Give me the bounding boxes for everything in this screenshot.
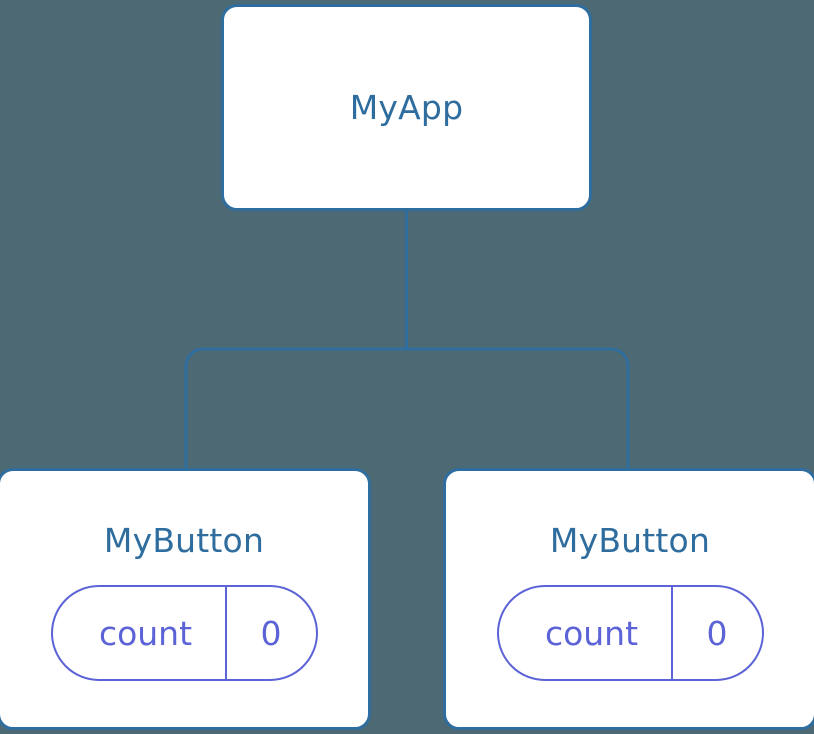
state-pill[interactable]: count 0 xyxy=(50,585,318,681)
component-node-title: MyButton xyxy=(103,521,265,560)
edge-branch-right xyxy=(406,347,630,471)
component-node-title: MyButton xyxy=(549,521,711,560)
state-pill[interactable]: count 0 xyxy=(496,585,764,681)
state-pill-key: count xyxy=(53,587,227,679)
component-node-title: MyApp xyxy=(349,88,464,127)
state-pill-value: 0 xyxy=(706,613,728,653)
component-node-child-2[interactable]: MyButton count 0 xyxy=(443,468,814,730)
component-node-root[interactable]: MyApp xyxy=(221,4,592,211)
component-node-child-1[interactable]: MyButton count 0 xyxy=(0,468,371,730)
edge-branch-left xyxy=(184,347,407,471)
state-pill-value: 0 xyxy=(260,613,282,653)
state-pill-key: count xyxy=(499,587,673,679)
